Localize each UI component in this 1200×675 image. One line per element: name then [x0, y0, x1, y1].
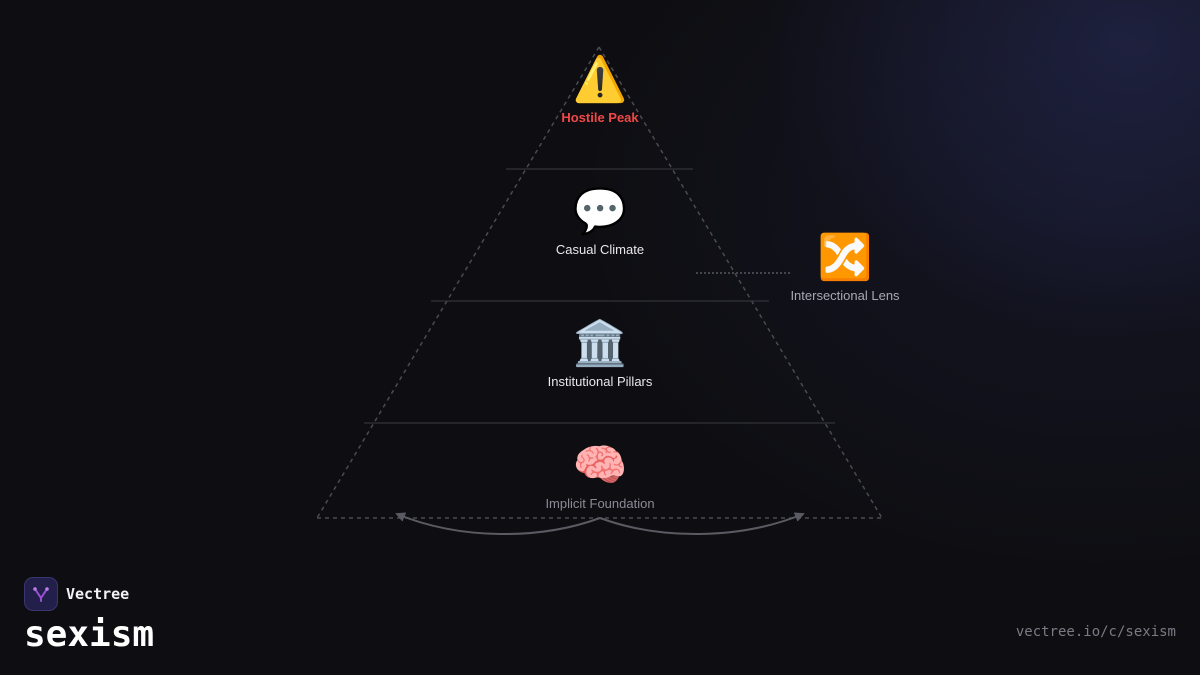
- speech-bubble-icon: 💬: [572, 187, 628, 236]
- tier-casual-climate: 💬 Casual Climate: [480, 186, 720, 257]
- vectree-logo-icon: [24, 577, 58, 611]
- classical-building-icon: 🏛️: [572, 319, 628, 368]
- base-arrow-left: [395, 512, 601, 536]
- brand-block: Vectree sexism: [24, 577, 154, 657]
- brand-name: Vectree: [66, 585, 130, 603]
- tier-hostile-peak: ⚠️ Hostile Peak: [480, 54, 720, 125]
- tier-label: Implicit Foundation: [545, 496, 655, 511]
- page-url[interactable]: vectree.io/c/sexism: [1015, 624, 1176, 640]
- brain-icon: 🧠: [572, 441, 628, 490]
- tier-label: Hostile Peak: [561, 110, 639, 125]
- base-arrow-right: [599, 512, 805, 536]
- intersectional-lens-node: 🔀 Intersectional Lens: [770, 232, 920, 303]
- side-node-label: Intersectional Lens: [790, 288, 900, 303]
- warning-icon: ⚠️: [572, 55, 628, 104]
- tier-label: Institutional Pillars: [547, 374, 653, 389]
- tier-institutional-pillars: 🏛️ Institutional Pillars: [480, 318, 720, 389]
- pyramid-right-edge: [598, 46, 883, 519]
- pyramid-left-edge: [316, 46, 600, 519]
- tier-implicit-foundation: 🧠 Implicit Foundation: [480, 440, 720, 511]
- page-title: sexism: [24, 614, 155, 655]
- tier-label: Casual Climate: [555, 242, 645, 257]
- shuffle-icon: 🔀: [817, 233, 873, 282]
